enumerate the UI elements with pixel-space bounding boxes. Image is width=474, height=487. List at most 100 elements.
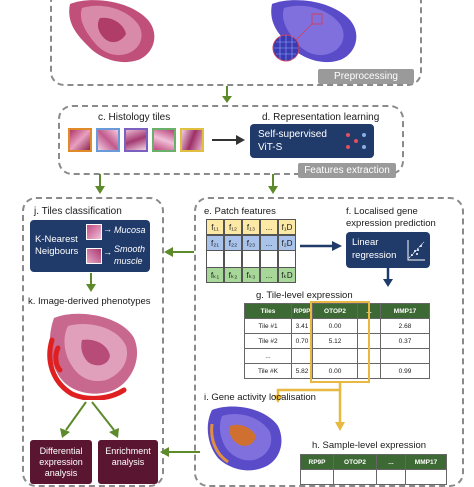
arrow-down-1 <box>222 86 232 103</box>
table-row: ... <box>244 348 430 364</box>
phenotypes-title: k. Image-derived phenotypes <box>28 296 151 307</box>
sample-table-cell <box>376 469 406 485</box>
tile-table-cell: 5.82 <box>291 363 313 379</box>
vit-model-box: Self-supervised ViT-S <box>250 124 374 158</box>
patch-feature-cell: fₖ₁ <box>206 267 224 283</box>
features-panel <box>58 105 404 175</box>
tile-expression-title: g. Tile-level expression <box>256 290 353 301</box>
patch-feature-cell: f₁D <box>278 219 296 235</box>
sample-table-cell <box>333 469 377 485</box>
preprocessing-tag: Preprocessing <box>318 69 414 84</box>
class-mucosa: Mucosa <box>114 225 146 235</box>
tile-table-header: MMP17 <box>380 303 430 319</box>
arrows-to-outputs <box>60 401 119 438</box>
histology-tile-3 <box>124 128 148 152</box>
histology-tile-5 <box>180 128 204 152</box>
arrow-muscle: → <box>103 247 112 257</box>
patch-feature-cell: fₖD <box>278 267 296 283</box>
histology-tiles-title: c. Histology tiles <box>98 112 171 123</box>
model-line-1: Self-supervised <box>258 129 327 140</box>
patch-feature-cell <box>242 251 260 267</box>
gene-activity-title: i. Gene activity localisation <box>204 392 316 403</box>
representation-learning-title: d. Representation learning <box>262 112 380 123</box>
diff-line-3: analysis <box>44 468 78 478</box>
enrichment-analysis-box: Enrichment analysis <box>98 440 158 484</box>
patch-feature-cell: f₂₂ <box>224 235 242 251</box>
gene-prediction-title-1: f. Localised gene <box>346 206 418 217</box>
arrow-to-classification <box>164 247 194 257</box>
tile-table-header: RP9P <box>291 303 313 319</box>
knn-line-1: K-Nearest <box>35 234 78 245</box>
sample-expression-title: h. Sample-level expression <box>312 440 427 451</box>
histology-tile-2 <box>96 128 120 152</box>
mucosa-thumb <box>86 224 102 240</box>
tile-table-cell: Tile #2 <box>244 333 292 349</box>
tile-table-cell <box>380 348 430 364</box>
he-slide-image <box>69 0 155 63</box>
patch-feature-cell <box>224 251 242 267</box>
sample-table-header: MMP17 <box>405 454 447 470</box>
knn-line-2: Neigbours <box>35 246 79 257</box>
tile-table-cell: Tile #1 <box>244 318 292 334</box>
patch-feature-cell: ... <box>260 235 278 251</box>
histology-tile-1 <box>68 128 92 152</box>
patch-feature-cell: f₁₃ <box>242 219 260 235</box>
tiled-slide-image <box>271 0 357 63</box>
histology-tile-4 <box>152 128 176 152</box>
tiles-classification-title: j. Tiles classification <box>34 206 122 217</box>
patch-feature-cell: ... <box>260 219 278 235</box>
enrich-line-1: Enrichment <box>105 446 151 456</box>
arrow-mucosa: → <box>103 224 112 234</box>
tile-table-cell: 0.99 <box>380 363 430 379</box>
patch-feature-cell <box>260 251 278 267</box>
patch-feature-cell: fₖ₃ <box>242 267 260 283</box>
linear-regression-box: Linear regression <box>346 232 430 268</box>
diff-line-2: expression <box>39 457 83 467</box>
gene-prediction-title-2: expression prediction <box>346 218 436 229</box>
patch-feature-cell <box>278 251 296 267</box>
network-icon <box>346 133 366 149</box>
preprocessing-panel <box>50 0 422 86</box>
patch-feature-cell: f₂D <box>278 235 296 251</box>
patch-feature-cell: f₂₁ <box>206 235 224 251</box>
tile-table-cell: 0.37 <box>380 333 430 349</box>
arrow-knn-down <box>86 273 96 292</box>
model-line-2: ViT-S <box>258 142 283 153</box>
regression-line-1: Linear <box>352 237 379 248</box>
arrow-to-sample-table <box>335 390 345 431</box>
knn-box: K-Nearest Neigbours → Mucosa → Smooth mu… <box>30 220 150 272</box>
patch-feature-cell: f₁₂ <box>224 219 242 235</box>
enrich-line-2: analysis <box>111 457 145 467</box>
class-smooth: Smooth <box>114 244 146 254</box>
tile-table-cell: Tile #K <box>244 363 292 379</box>
arrow-to-tile-table <box>383 268 393 287</box>
sample-table-header: ... <box>376 454 406 470</box>
muscle-thumb <box>86 248 102 264</box>
arrow-split <box>95 174 278 194</box>
regression-line-2: regression <box>352 250 397 261</box>
sample-table-header: RP9P <box>300 454 334 470</box>
class-muscle: muscle <box>114 256 143 266</box>
differential-expression-box: Differential expression analysis <box>30 440 92 484</box>
arrow-otop2-to-localisation <box>273 382 342 403</box>
diff-line-1: Differential <box>39 446 83 456</box>
tile-table-cell: 2.68 <box>380 318 430 334</box>
patch-feature-cell: fₖ₂ <box>224 267 242 283</box>
gene-activity-slide-image <box>207 406 282 471</box>
patch-feature-cell <box>206 251 224 267</box>
patch-feature-cell: f₂₃ <box>242 235 260 251</box>
arrow-to-regression <box>300 241 342 251</box>
features-extraction-tag: Features extraction <box>298 163 396 178</box>
tile-table-cell: ... <box>244 348 292 364</box>
sample-table-cell <box>405 469 447 485</box>
sample-table-header: OTOP2 <box>333 454 377 470</box>
patch-features-title: e. Patch features <box>204 206 276 217</box>
otop2-highlight <box>310 301 370 383</box>
arrow-to-model <box>212 135 245 145</box>
scatter-plot-icon <box>407 240 425 261</box>
